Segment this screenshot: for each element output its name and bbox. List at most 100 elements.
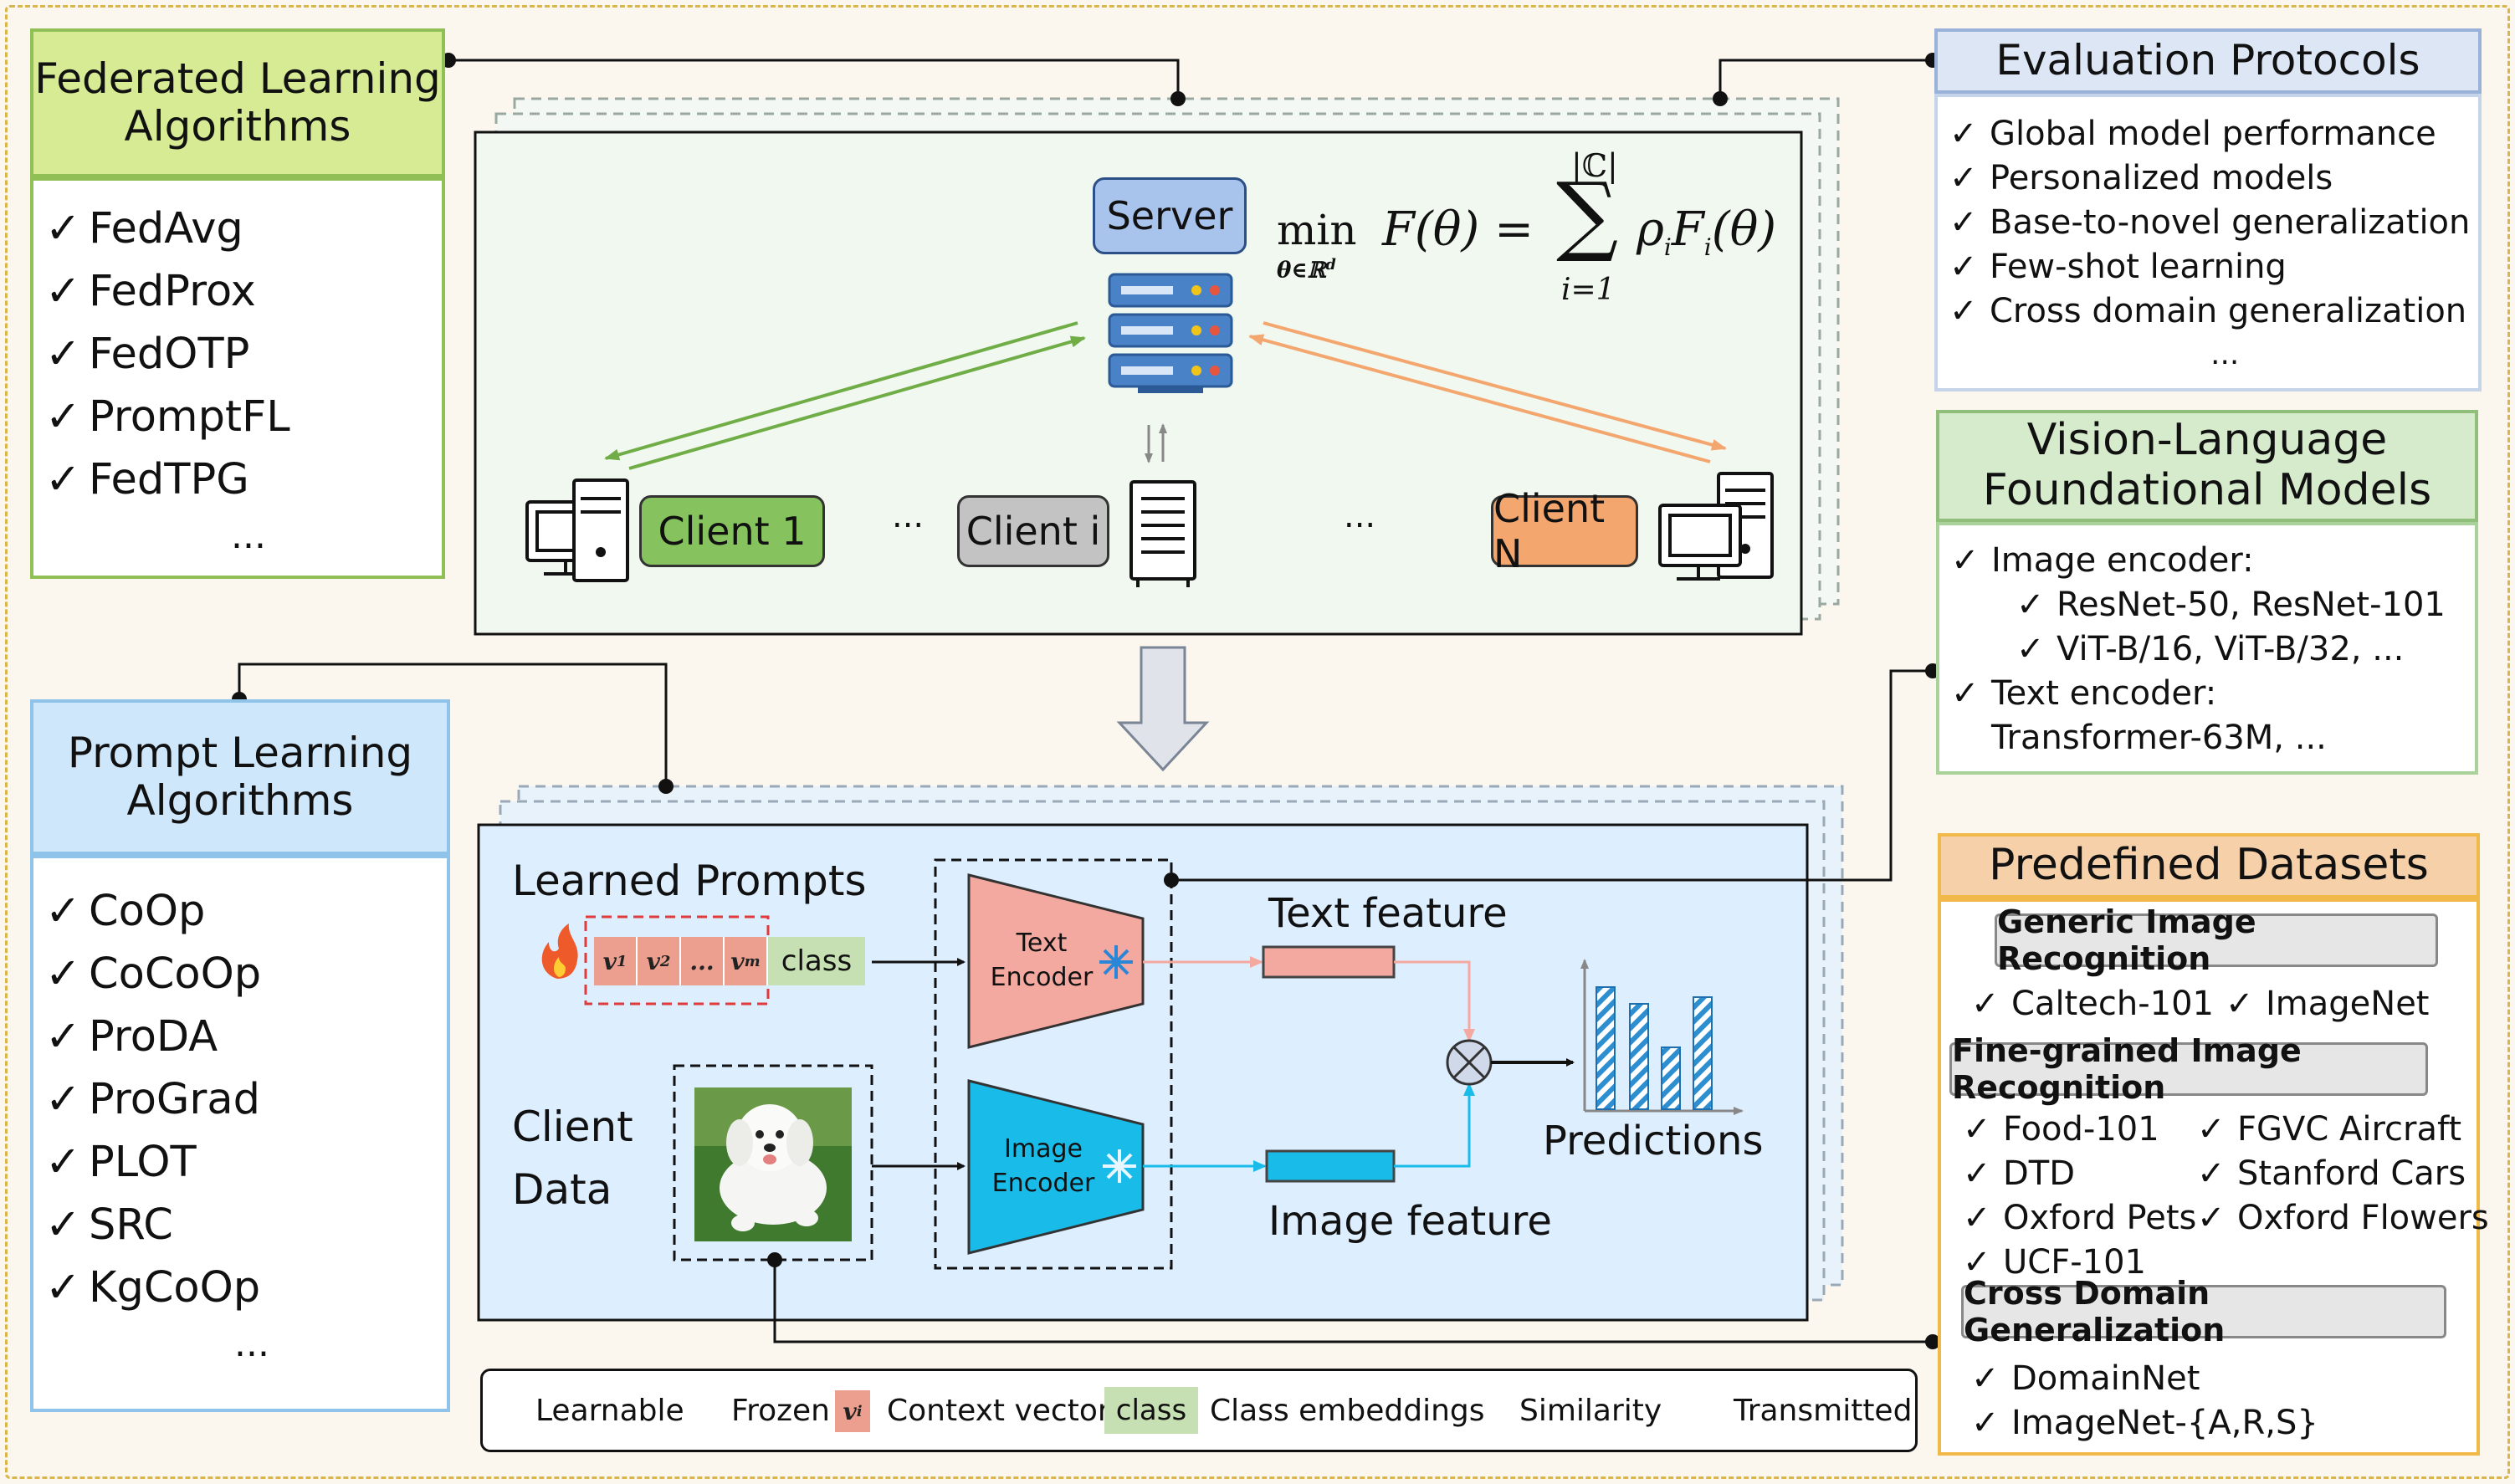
cross-domain-header: Cross Domain Generalization bbox=[1961, 1275, 2446, 1348]
text-feature-bar bbox=[1262, 945, 1396, 979]
connector-evaluation bbox=[1718, 59, 1933, 99]
list-item: ✓FedAvg bbox=[45, 204, 243, 253]
legend-learnable: Learnable bbox=[535, 1394, 684, 1428]
list-item: ✓ProDA bbox=[45, 1012, 218, 1062]
list-item: ✓ViT-B/16, ViT-B/32, ... bbox=[2016, 630, 2405, 668]
list-item: ✓ImageNet bbox=[2226, 985, 2430, 1023]
similarity-icon bbox=[1446, 1039, 1493, 1086]
list-item: ✓ResNet-50, ResNet-101 bbox=[2016, 586, 2446, 624]
vlm-title: Vision-Language Foundational Models bbox=[1936, 410, 2478, 522]
list-item: ✓FedOTP bbox=[45, 330, 250, 379]
green-arrows bbox=[604, 321, 1086, 470]
connector-vlm bbox=[1171, 669, 1933, 882]
predictions-chart bbox=[1580, 959, 1744, 1115]
ellipsis: ... bbox=[1344, 497, 1376, 535]
legend-class-embeddings: Class embeddings bbox=[1210, 1394, 1485, 1428]
federated-list: ✓FedAvg ✓FedProx ✓FedOTP ✓PromptFL ✓FedT… bbox=[30, 177, 445, 579]
list-item: ✓FedProx bbox=[45, 267, 256, 316]
list-item: ✓KgCoOp bbox=[45, 1263, 261, 1313]
legend-transmitted: Transmitted bbox=[1734, 1394, 1913, 1428]
list-item: ✓FGVC Aircraft bbox=[2197, 1110, 2462, 1149]
legend bbox=[480, 1369, 1918, 1452]
datasets-title: Predefined Datasets bbox=[1938, 833, 2480, 898]
ellipsis: ... bbox=[892, 497, 925, 535]
connector-datasets bbox=[773, 1260, 1933, 1343]
federated-title: Federated Learning Algorithms bbox=[30, 28, 445, 177]
list-item: ✓DomainNet bbox=[1971, 1359, 2200, 1398]
text-feature-label: Text feature bbox=[1268, 890, 1508, 937]
list-item: ✓FedTPG bbox=[45, 455, 249, 504]
legend-class-token: class bbox=[1104, 1387, 1198, 1434]
outer-frame bbox=[5, 5, 2510, 1479]
client-image-box bbox=[673, 1064, 873, 1261]
orange-arrows bbox=[1248, 321, 1727, 463]
image-feature-bar bbox=[1265, 1149, 1396, 1183]
legend-frozen: Frozen bbox=[731, 1394, 830, 1428]
learned-prompts-label: Learned Prompts bbox=[512, 857, 867, 905]
down-arrow-icon bbox=[1116, 646, 1210, 772]
text-encoder-shape bbox=[967, 873, 1145, 1049]
evaluation-title: Evaluation Protocols bbox=[1934, 28, 2482, 94]
more-ellipsis: ... bbox=[234, 1323, 269, 1365]
list-item: Transformer-63M, ... bbox=[1991, 719, 2327, 757]
connector-federated bbox=[448, 59, 1180, 99]
list-item: ✓SRC bbox=[45, 1200, 173, 1250]
server-label: Server bbox=[1093, 177, 1247, 254]
computer-icon-n bbox=[1658, 472, 1774, 581]
prompt-learning-list: ✓CoOp ✓CoCoOp ✓ProDA ✓ProGrad ✓PLOT ✓SRC… bbox=[30, 855, 450, 1412]
list-item: ✓Caltech-101 bbox=[1971, 985, 2214, 1023]
list-item: ✓DTD bbox=[1963, 1154, 2076, 1193]
more-ellipsis: ... bbox=[231, 514, 266, 557]
fine-grained-header: Fine-grained Image Recognition bbox=[1949, 1032, 2428, 1106]
predictions-label: Predictions bbox=[1543, 1118, 1764, 1164]
vertical-arrows bbox=[1145, 423, 1167, 463]
datasets-list bbox=[1938, 898, 2480, 1456]
client-i-label: Client i bbox=[957, 495, 1109, 567]
list-item: ✓CoOp bbox=[45, 887, 206, 936]
legend-context-vectors: Context vectors bbox=[887, 1394, 1126, 1428]
image-encoder-label: Image Encoder bbox=[991, 1134, 1095, 1198]
computer-icon bbox=[525, 478, 629, 582]
list-item: ✓Few-shot learning bbox=[1949, 248, 2287, 286]
snowflake-icon-image bbox=[1103, 1149, 1136, 1183]
list-item: ✓Image encoder: bbox=[1951, 541, 2254, 580]
list-item: ✓Global model performance bbox=[1949, 115, 2436, 153]
list-item: ✓Oxford Pets bbox=[1963, 1199, 2197, 1237]
client-n-label: Client N bbox=[1491, 486, 1638, 576]
list-item: ✓Personalized models bbox=[1949, 159, 2333, 197]
dog-photo bbox=[694, 1087, 852, 1241]
client-data-label: Client Data bbox=[512, 1103, 633, 1214]
legend-similarity: Similarity bbox=[1519, 1394, 1662, 1428]
prompt-token: ... bbox=[681, 937, 725, 985]
list-item: ✓Food-101 bbox=[1963, 1110, 2159, 1149]
list-item: ✓ProGrad bbox=[45, 1075, 261, 1124]
server-icon bbox=[1108, 273, 1233, 393]
encoders-box bbox=[934, 858, 1173, 1270]
class-token: class bbox=[768, 937, 865, 985]
objective-formula: min θ∈ℝd F(θ) = |ℂ| ∑ i=1 ρiFi(θ) bbox=[1277, 147, 1777, 307]
snowflake-icon bbox=[1099, 945, 1133, 979]
list-item: ✓CoCoOp bbox=[45, 949, 262, 999]
connector-prompt bbox=[238, 663, 668, 786]
image-feature-label: Image feature bbox=[1268, 1198, 1552, 1245]
list-item: ✓Stanford Cars bbox=[2197, 1154, 2466, 1193]
rack-server-icon bbox=[1129, 480, 1196, 587]
list-item: ✓PromptFL bbox=[45, 392, 290, 442]
list-item: ✓Base-to-novel generalization bbox=[1949, 203, 2471, 242]
list-item: ✓Cross domain generalization bbox=[1949, 292, 2467, 330]
text-encoder-label: Text Encoder bbox=[990, 929, 1094, 992]
list-item: ✓Oxford Flowers bbox=[2197, 1199, 2489, 1237]
list-item: ✓ImageNet-{A,R,S} bbox=[1971, 1404, 2318, 1442]
more-ellipsis: ... bbox=[2210, 337, 2240, 371]
list-item: ✓PLOT bbox=[45, 1138, 197, 1187]
list-item: ✓Text encoder: bbox=[1951, 674, 2217, 713]
prompt-learning-title: Prompt Learning Algorithms bbox=[30, 699, 450, 855]
generic-recognition-header: Generic Image Recognition bbox=[1995, 903, 2438, 977]
flame-icon bbox=[541, 924, 578, 979]
